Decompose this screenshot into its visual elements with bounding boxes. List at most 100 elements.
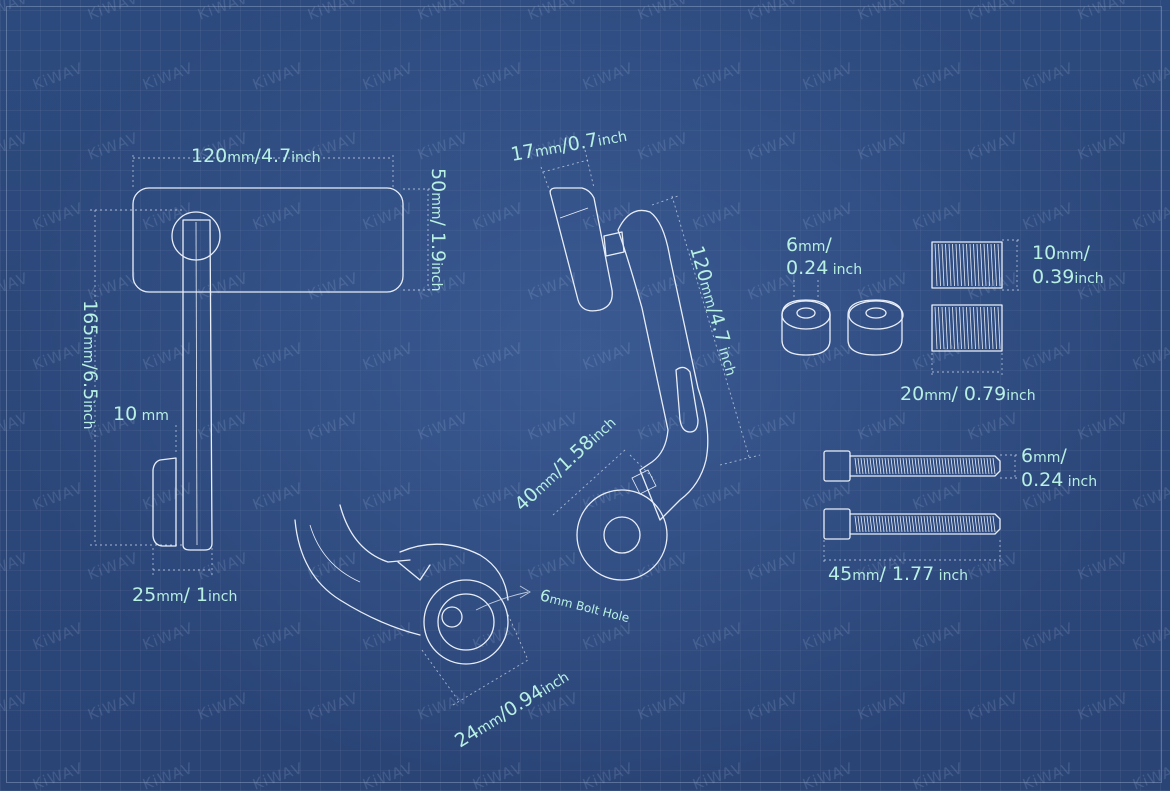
thread-line	[914, 515, 918, 533]
insert-dimensions	[931, 239, 1022, 378]
thread-line	[945, 243, 948, 287]
watermark-text: KiWAV	[1020, 759, 1076, 791]
side-clamp-ring	[576, 489, 668, 581]
threaded-insert-2	[931, 304, 1003, 352]
clamp-notch	[397, 561, 431, 581]
watermark-text: KiWAV	[1130, 339, 1170, 374]
thread-line	[917, 457, 921, 475]
watermark-text: KiWAV	[30, 199, 86, 234]
watermark-text: KiWAV	[525, 409, 581, 444]
blueprint-frame	[6, 6, 1162, 783]
thread-line	[992, 457, 996, 475]
thread-line	[980, 457, 984, 475]
clamp-bar-outline-2	[339, 504, 411, 563]
watermark-text: KiWAV	[305, 689, 361, 724]
thread-line	[968, 457, 972, 475]
watermark-text: KiWAV	[250, 619, 306, 654]
label-threaded-10: 10mm/ 0.39inch	[1032, 242, 1104, 288]
thread-line	[890, 515, 894, 533]
watermark-text: KiWAV	[30, 759, 86, 791]
thread-line	[966, 243, 969, 287]
thread-line	[893, 457, 897, 475]
thread-line	[866, 457, 870, 475]
thread-line	[974, 457, 978, 475]
watermark-text: KiWAV	[800, 59, 856, 94]
thread-line	[911, 457, 915, 475]
watermark-text: KiWAV	[250, 479, 306, 514]
thread-line	[997, 243, 1001, 287]
clamp-top-arc	[399, 543, 509, 601]
front-view-dimensions	[90, 155, 433, 575]
thread-line	[869, 457, 873, 475]
thread-line	[971, 515, 975, 533]
watermark-text: KiWAV	[1020, 59, 1076, 94]
thread-line	[872, 457, 876, 475]
thread-line	[980, 243, 983, 287]
thread-line	[854, 515, 858, 533]
clamp-bar-outline-1	[294, 519, 421, 636]
thread-line	[968, 515, 972, 533]
thread-line	[875, 515, 879, 533]
watermark-text: KiWAV	[965, 689, 1021, 724]
watermark-text: KiWAV	[1130, 479, 1170, 514]
thread-line	[977, 457, 981, 475]
watermark-text: KiWAV	[140, 59, 196, 94]
thread-line	[953, 457, 957, 475]
watermark-text: KiWAV	[910, 479, 966, 514]
watermark-text: KiWAV	[250, 339, 306, 374]
thread-line	[994, 243, 997, 287]
thread-line	[980, 515, 984, 533]
watermark-text: KiWAV	[140, 479, 196, 514]
thread-line	[934, 306, 938, 350]
watermark-text: KiWAV	[30, 59, 86, 94]
watermark-text: KiWAV	[745, 409, 801, 444]
thread-line	[948, 306, 952, 350]
watermark-text: KiWAV	[525, 0, 581, 24]
watermark-text: KiWAV	[195, 549, 251, 584]
spacer-1	[781, 299, 831, 356]
side-pivot-joint	[603, 231, 625, 257]
watermark-text: KiWAV	[360, 339, 416, 374]
thread-line	[908, 457, 912, 475]
watermark-text: KiWAV	[855, 269, 911, 304]
watermark-text: KiWAV	[800, 339, 856, 374]
watermark-text: KiWAV	[305, 409, 361, 444]
thread-line	[934, 243, 938, 287]
clamp-dimensions	[421, 609, 529, 706]
clamp-bolt-hole	[441, 606, 463, 628]
spacer-2	[847, 299, 904, 356]
watermark-text: KiWAV	[1020, 339, 1076, 374]
watermark-text: KiWAV	[30, 339, 86, 374]
watermark-text: KiWAV	[415, 129, 471, 164]
watermark-text: KiWAV	[360, 59, 416, 94]
watermark-text: KiWAV	[470, 339, 526, 374]
watermark-text: KiWAV	[580, 479, 636, 514]
side-arm-slot	[675, 366, 699, 433]
thread-line	[959, 306, 962, 350]
thread-line	[973, 243, 976, 287]
thread-line	[929, 515, 933, 533]
watermark-text: KiWAV	[415, 409, 471, 444]
thread-line	[950, 515, 954, 533]
thread-line	[881, 515, 885, 533]
watermark-text: KiWAV	[140, 339, 196, 374]
mirror-clamp-side	[152, 457, 177, 547]
label-gap-10: 10 mm	[113, 403, 169, 425]
thread-line	[969, 243, 973, 287]
thread-line	[863, 515, 867, 533]
thread-line	[989, 515, 993, 533]
label-bolt-hole: 6mm Bolt Hole	[538, 585, 632, 626]
thread-line	[938, 515, 942, 533]
thread-line	[935, 515, 939, 533]
watermark-text: KiWAV	[1130, 199, 1170, 234]
watermark-text: KiWAV	[910, 199, 966, 234]
watermark-text: KiWAV	[1075, 0, 1131, 24]
watermark-text: KiWAV	[690, 619, 746, 654]
threaded-insert-1	[931, 241, 1003, 289]
thread-line	[959, 515, 963, 533]
thread-line	[899, 457, 903, 475]
watermark-text: KiWAV	[1075, 549, 1131, 584]
watermark-text: KiWAV	[195, 409, 251, 444]
thread-line	[987, 243, 990, 287]
thread-line	[977, 515, 981, 533]
